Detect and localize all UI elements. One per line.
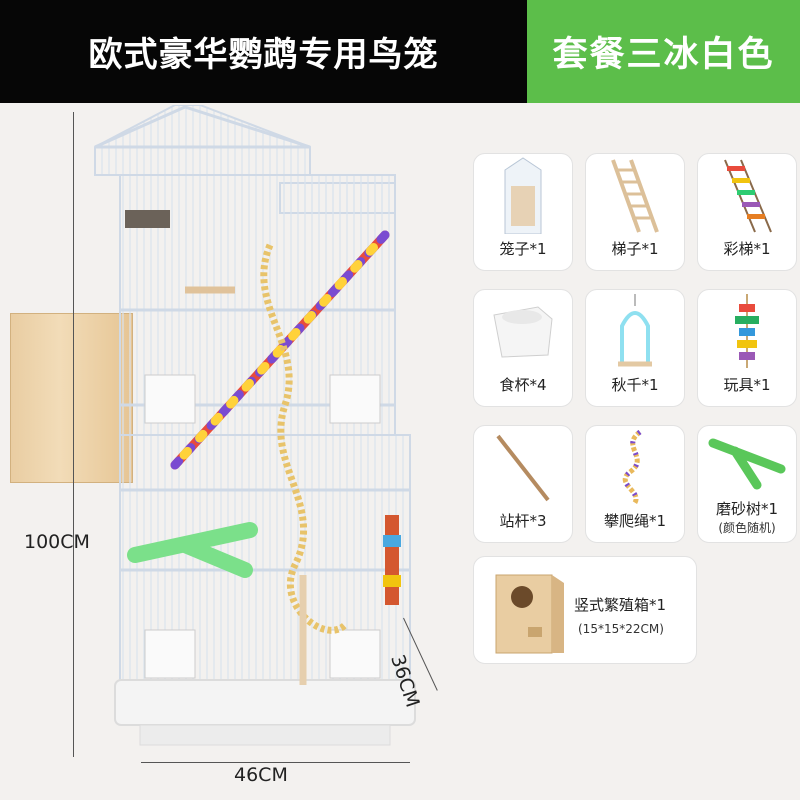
width-dimension-line xyxy=(141,762,410,763)
wooden-nest-panel xyxy=(10,313,133,483)
accessory-toy: 玩具*1 xyxy=(697,289,797,407)
height-dimension-line xyxy=(73,112,74,757)
accessory-label: 玩具*1 xyxy=(723,376,771,394)
perch-stick-icon xyxy=(496,434,550,502)
accessory-food-cup: 食杯*4 xyxy=(473,289,573,407)
accessory-cage: 笼子*1 xyxy=(473,153,573,271)
product-title: 欧式豪华鹦鹉专用鸟笼 xyxy=(88,35,439,75)
toy-icon xyxy=(735,294,759,368)
package-name: 套餐三冰白色 xyxy=(552,35,775,75)
color-ladder-icon xyxy=(724,159,772,233)
accessory-label: 站杆*3 xyxy=(499,512,547,530)
ladder-icon xyxy=(611,159,659,233)
accessory-label: 食杯*4 xyxy=(499,376,547,394)
package-badge: 套餐三冰白色 xyxy=(527,0,800,103)
height-dimension: 100CM xyxy=(24,531,90,553)
product-title-bar: 欧式豪华鹦鹉专用鸟笼 xyxy=(0,0,527,103)
accessory-perch-stick: 站杆*3 xyxy=(473,425,573,543)
accessory-nest-box: 竖式繁殖箱*1 (15*15*22CM) xyxy=(473,556,697,664)
nest-box-icon xyxy=(495,574,564,654)
climbing-rope-icon xyxy=(622,429,642,506)
nest-box-size: (15*15*22CM) xyxy=(578,622,664,636)
swing-icon xyxy=(618,294,652,367)
accessory-ladder: 梯子*1 xyxy=(585,153,685,271)
accessory-label: 笼子*1 xyxy=(499,240,547,258)
accessory-swing: 秋千*1 xyxy=(585,289,685,407)
accessory-climbing-rope: 攀爬绳*1 xyxy=(585,425,685,543)
accessory-label: 梯子*1 xyxy=(611,240,659,258)
accessory-label: 攀爬绳*1 xyxy=(603,512,667,530)
accessory-color-ladder: 彩梯*1 xyxy=(697,153,797,271)
sanding-tree-icon xyxy=(708,438,786,490)
width-dimension: 46CM xyxy=(234,764,288,786)
accessory-sanding-tree: 磨砂树*1 (颜色随机) xyxy=(697,425,797,543)
bird-cage-illustration xyxy=(94,105,416,746)
cage-icon xyxy=(504,157,542,234)
accessory-label: 彩梯*1 xyxy=(723,240,771,258)
accessory-label: 磨砂树*1 xyxy=(715,500,779,518)
food-cup-icon xyxy=(493,306,553,358)
accessory-note: (颜色随机) xyxy=(718,521,776,535)
nest-box-label: 竖式繁殖箱*1 xyxy=(574,596,667,614)
accessory-label: 秋千*1 xyxy=(611,376,659,394)
